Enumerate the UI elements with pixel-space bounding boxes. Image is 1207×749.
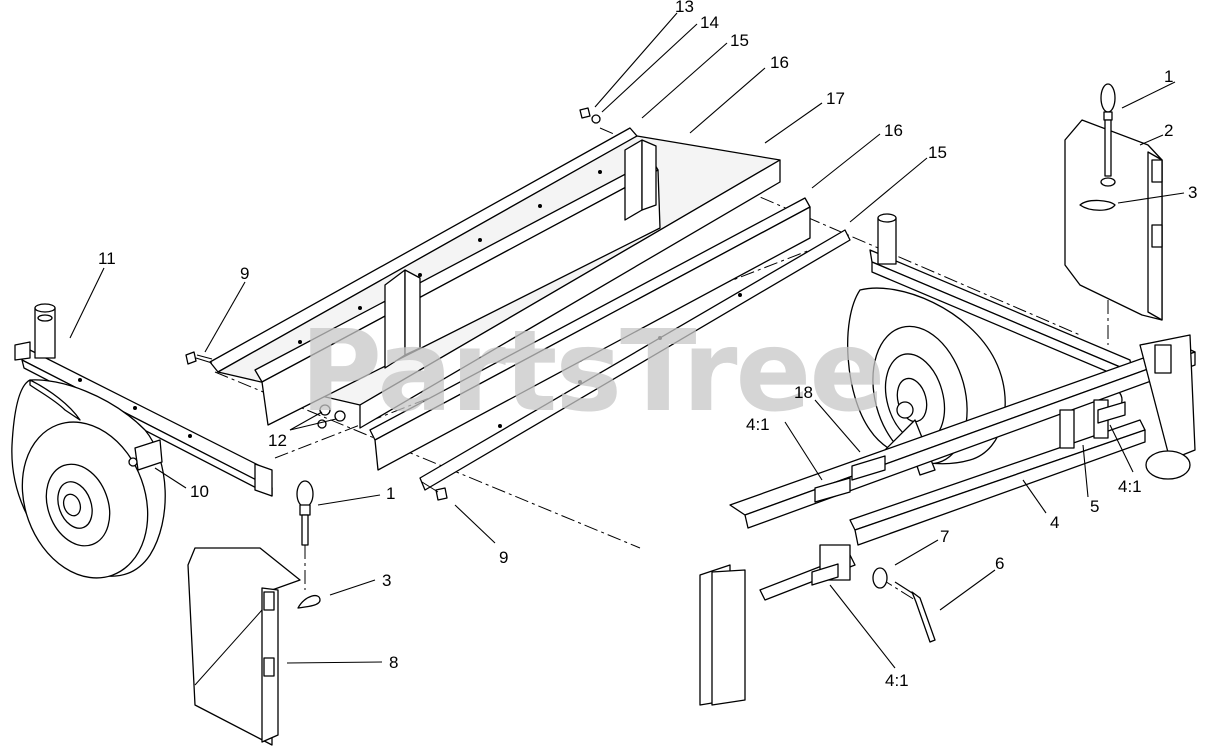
lynch-pin-1-right [1100,83,1116,187]
hair-clip-3-right [1079,199,1116,211]
callout-17: 17 [826,89,845,108]
callout-4to1-right: 4:1 [1118,477,1142,496]
decal-10 [128,439,163,471]
callout-4: 4 [1050,513,1059,532]
bolt-9-lower [421,481,448,501]
callout-8: 8 [389,653,398,672]
callout-14: 14 [700,13,719,32]
callout-11: 11 [98,249,116,268]
callout-3-left: 3 [382,571,391,590]
nut-washer-13-14 [579,107,601,124]
decals-18 [814,455,886,503]
callout-5: 5 [1090,497,1099,516]
left-angle-bracket-15 [254,159,661,426]
right-angle-bracket-15 [369,197,851,491]
callout-labels: 13 14 15 16 17 16 15 1 2 3 11 9 12 10 1 … [98,0,1197,690]
callout-15-mid: 15 [928,143,947,162]
parts-tree-watermark: PartsTree [300,307,883,437]
callout-9-lower: 9 [499,548,508,567]
main-frame-4 [699,334,1196,706]
callout-6: 6 [995,554,1004,573]
side-plate-2 [1064,119,1163,321]
callout-4to1-left: 4:1 [746,415,770,434]
callout-9-upper: 9 [240,264,249,283]
callout-4to1-bottom: 4:1 [885,671,909,690]
upright-bracket-16-front [384,139,657,369]
callout-10: 10 [190,482,209,501]
washer-7 [872,567,888,589]
callout-16-mid: 16 [884,121,903,140]
callout-18: 18 [794,383,813,402]
handle-pin-6 [894,581,936,643]
callout-2: 2 [1164,121,1173,140]
bolt-9-upper [185,351,213,365]
decal-4to1-front [811,563,839,586]
side-plate-8 [187,547,301,746]
hair-clip-3-left [297,594,321,609]
callout-7: 7 [940,527,949,546]
decal-4to1-right [1097,401,1126,424]
callout-12: 12 [268,431,287,450]
callout-1-right: 1 [1164,67,1173,86]
callout-3-right: 3 [1188,183,1197,202]
callout-15-top: 15 [730,31,749,50]
callout-13: 13 [675,0,694,16]
lynch-pin-1-left [296,480,314,546]
callout-16-top: 16 [770,53,789,72]
callout-1-left: 1 [386,484,395,503]
left-wheel [11,379,166,579]
leader-lines [69,12,1185,669]
